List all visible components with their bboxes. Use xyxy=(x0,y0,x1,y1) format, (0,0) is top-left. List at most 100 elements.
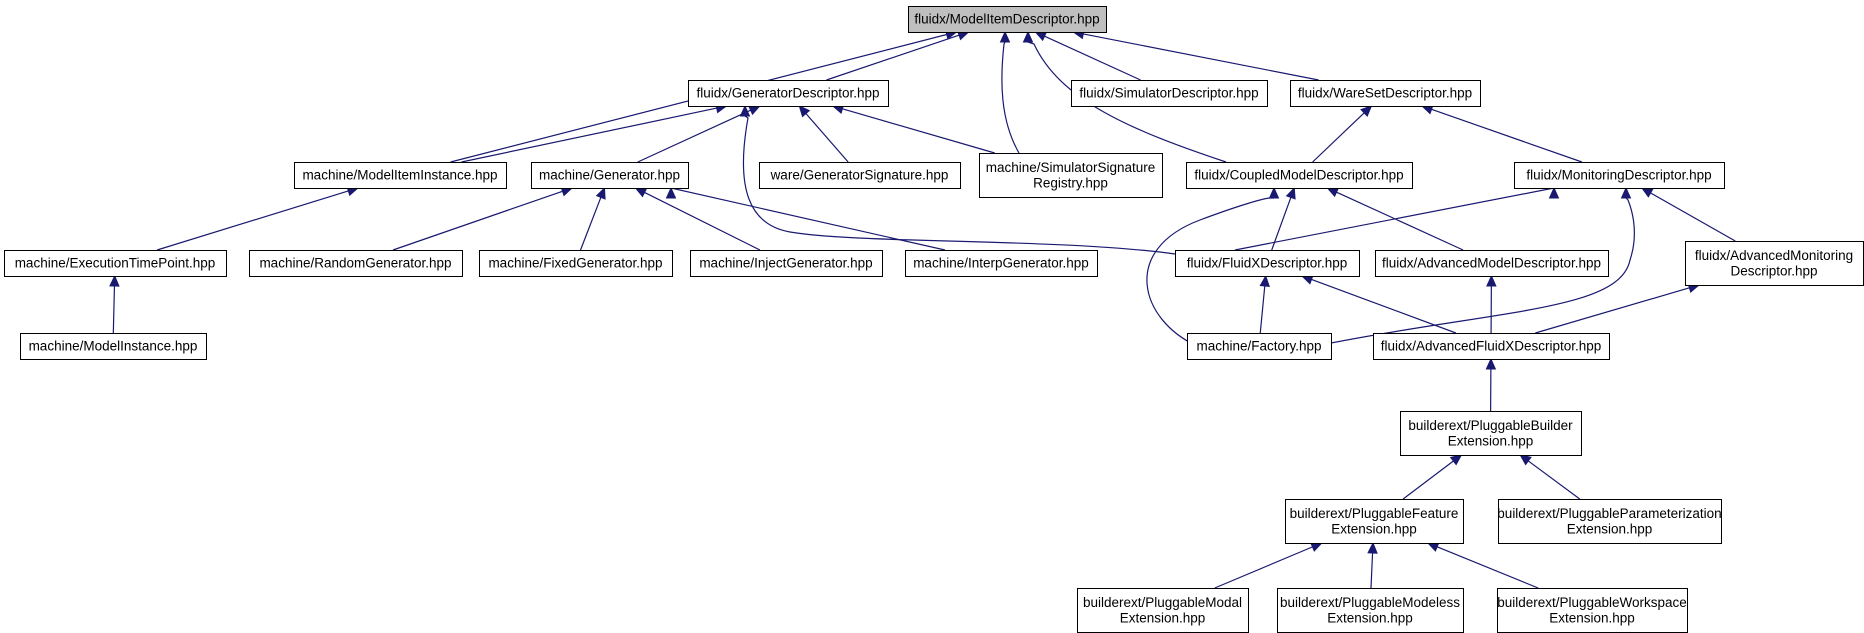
node-monitoring[interactable]: fluidx/MonitoringDescriptor.hpp xyxy=(1514,162,1725,189)
node-box xyxy=(688,80,889,107)
node-label: machine/InjectGenerator.hpp xyxy=(699,256,872,271)
edge-modelinstance-to-exectime xyxy=(109,274,120,334)
arrowhead-icon xyxy=(1620,186,1632,199)
node-pmodeless[interactable]: builderext/PluggableModelessExtension.hp… xyxy=(1277,588,1464,633)
node-label: builderext/PluggableWorkspace xyxy=(1497,595,1687,610)
edge-line xyxy=(670,187,946,251)
edge-line xyxy=(1330,197,1635,344)
node-label: fluidx/AdvancedMonitoring xyxy=(1695,248,1853,263)
edge-waresetdesc-to-root xyxy=(1072,28,1319,81)
node-advfluidx[interactable]: fluidx/AdvancedFluidXDescriptor.hpp xyxy=(1373,333,1610,360)
arrowhead-icon xyxy=(1640,187,1654,198)
edge-pworkspace-to-pfeature xyxy=(1426,542,1539,589)
node-label: Extension.hpp xyxy=(1120,610,1206,625)
node-box xyxy=(1373,333,1610,360)
node-box xyxy=(531,162,689,189)
node-label: machine/SimulatorSignature xyxy=(986,160,1156,175)
node-box xyxy=(1400,411,1582,456)
node-advmodel[interactable]: fluidx/AdvancedModelDescriptor.hpp xyxy=(1375,250,1609,277)
node-box xyxy=(4,250,227,277)
edge-line xyxy=(1402,460,1454,500)
node-waresetdesc[interactable]: fluidx/WareSetDescriptor.hpp xyxy=(1290,80,1481,107)
edge-injectgen-to-generator xyxy=(634,187,761,251)
edge-line xyxy=(461,107,717,163)
edge-coupled-to-waresetdesc xyxy=(1312,105,1373,163)
node-gensig[interactable]: ware/GeneratorSignature.hpp xyxy=(759,162,961,189)
node-label: fluidx/AdvancedFluidXDescriptor.hpp xyxy=(1381,339,1602,354)
arrowhead-icon xyxy=(1022,30,1034,43)
arrowhead-icon xyxy=(1519,454,1532,466)
edge-line xyxy=(805,113,849,163)
node-label: fluidx/SimulatorDescriptor.hpp xyxy=(1079,86,1258,101)
node-label: machine/FixedGenerator.hpp xyxy=(488,256,662,271)
node-fixedgen[interactable]: machine/FixedGenerator.hpp xyxy=(479,250,673,277)
arrowhead-icon xyxy=(1326,187,1340,198)
node-gendesc[interactable]: fluidx/GeneratorDescriptor.hpp xyxy=(688,80,889,107)
node-root[interactable]: fluidx/ModelItemDescriptor.hpp xyxy=(908,6,1107,33)
edge-line xyxy=(826,34,960,81)
node-modelinstance[interactable]: machine/ModelInstance.hpp xyxy=(20,333,207,360)
node-factory[interactable]: machine/Factory.hpp xyxy=(1187,333,1332,360)
edge-factory-to-fluidxdesc xyxy=(1259,274,1270,334)
edge-advfluidx-to-advmodel xyxy=(1486,274,1497,334)
edge-fluidxdesc-to-gendesc xyxy=(739,104,1176,255)
node-box xyxy=(249,250,463,277)
node-randomgen[interactable]: machine/RandomGenerator.hpp xyxy=(249,250,463,277)
node-generator[interactable]: machine/Generator.hpp xyxy=(531,162,689,189)
node-box xyxy=(20,333,207,360)
node-label: Extension.hpp xyxy=(1549,610,1635,625)
node-label: machine/ModelItemInstance.hpp xyxy=(302,168,497,183)
edge-factory-to-coupled xyxy=(1146,186,1280,347)
arrowhead-icon xyxy=(1285,186,1296,200)
edge-gensig-to-gendesc xyxy=(798,105,849,163)
node-label: fluidx/MonitoringDescriptor.hpp xyxy=(1526,168,1711,183)
edge-advfluidx-to-fluidxdesc xyxy=(1300,274,1457,334)
arrowhead-icon xyxy=(999,30,1011,43)
arrowhead-icon xyxy=(665,186,677,199)
node-interpgen[interactable]: machine/InterpGenerator.hpp xyxy=(905,250,1098,277)
arrowhead-icon xyxy=(747,105,761,116)
node-label: builderext/PluggableFeature xyxy=(1290,506,1459,521)
edge-pmodal-to-pfeature xyxy=(1214,542,1323,589)
node-label: builderext/PluggableModal xyxy=(1083,595,1242,610)
edge-pbuilder-to-advfluidx xyxy=(1485,357,1497,412)
node-exectime[interactable]: machine/ExecutionTimePoint.hpp xyxy=(4,250,227,277)
node-injectgen[interactable]: machine/InjectGenerator.hpp xyxy=(690,250,883,277)
edge-layer xyxy=(109,28,1736,589)
node-fluidxdesc[interactable]: fluidx/FluidXDescriptor.hpp xyxy=(1175,250,1360,277)
node-label: Registry.hpp xyxy=(1033,175,1108,190)
node-box xyxy=(1071,80,1268,107)
node-pparam[interactable]: builderext/PluggableParameterizationExte… xyxy=(1497,499,1722,544)
edge-simdesc-to-root xyxy=(1034,31,1141,81)
arrowhead-icon xyxy=(1268,186,1280,199)
edge-line xyxy=(1650,192,1736,242)
node-box xyxy=(979,153,1163,198)
node-label: fluidx/ModelItemDescriptor.hpp xyxy=(914,12,1099,27)
node-coupled[interactable]: fluidx/CoupledModelDescriptor.hpp xyxy=(1186,162,1413,189)
edge-fixedgen-to-generator xyxy=(579,186,606,251)
node-label: machine/RandomGenerator.hpp xyxy=(259,256,451,271)
node-label: Extension.hpp xyxy=(1331,521,1417,536)
arrowhead-icon xyxy=(1548,186,1560,199)
node-box xyxy=(908,6,1107,33)
node-pworkspace[interactable]: builderext/PluggableWorkspaceExtension.h… xyxy=(1497,588,1688,633)
arrowhead-icon xyxy=(1486,274,1497,287)
edge-line xyxy=(1214,546,1313,589)
node-label: machine/ModelInstance.hpp xyxy=(29,339,198,354)
node-label: Extension.hpp xyxy=(1567,521,1653,536)
node-simdesc[interactable]: fluidx/SimulatorDescriptor.hpp xyxy=(1071,80,1268,107)
edge-coupled-to-root xyxy=(1022,30,1227,163)
arrowhead-icon xyxy=(1034,31,1048,42)
node-box xyxy=(1290,80,1481,107)
node-label: fluidx/WareSetDescriptor.hpp xyxy=(1298,86,1472,101)
node-miinstance[interactable]: machine/ModelItemInstance.hpp xyxy=(294,162,507,189)
node-box xyxy=(1497,588,1688,633)
edge-line xyxy=(842,108,995,154)
edge-advmon-to-monitoring xyxy=(1640,187,1736,242)
edge-line xyxy=(1370,552,1374,589)
